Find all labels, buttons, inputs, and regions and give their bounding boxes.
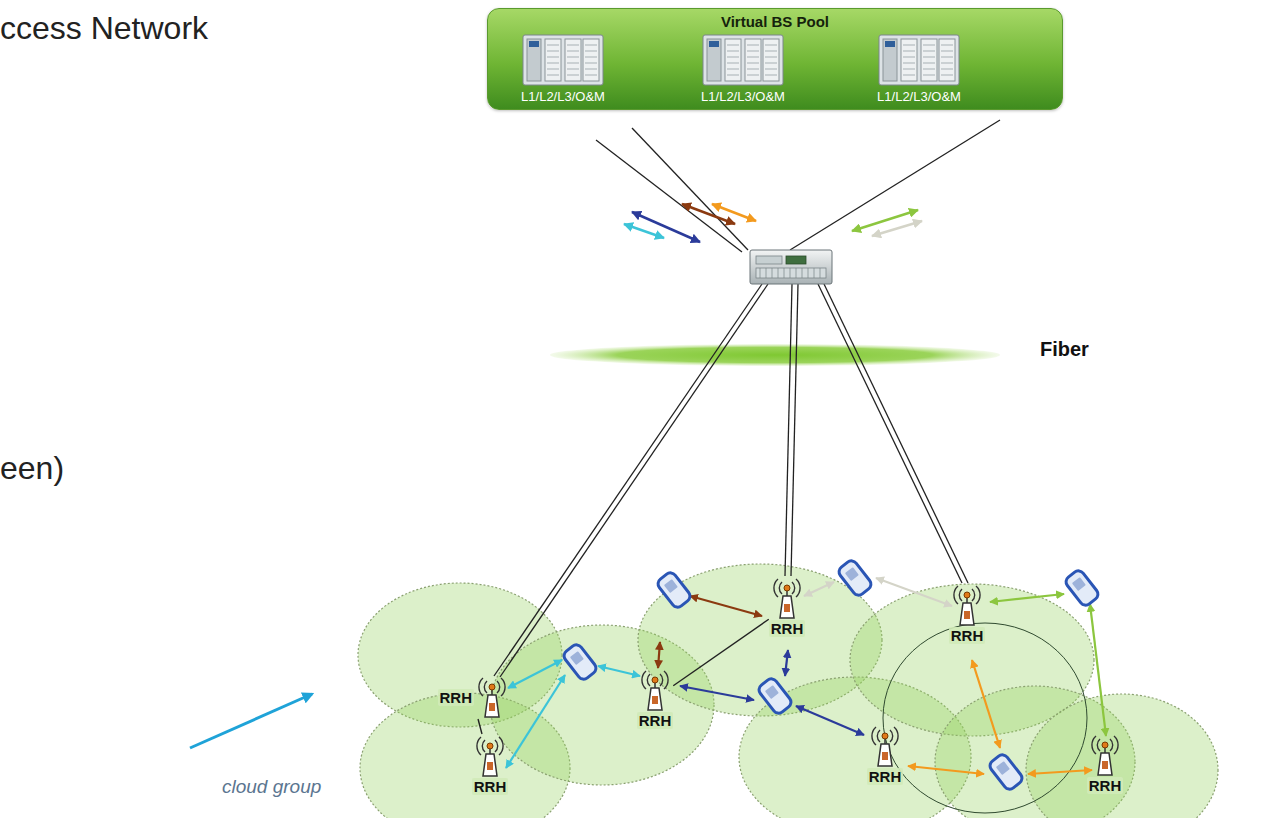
rrh-label: RRH	[1087, 777, 1124, 794]
callout-label: cloud group	[222, 776, 321, 798]
switch-icon	[750, 250, 832, 284]
server-icon	[521, 33, 605, 87]
cell-boundary	[883, 623, 1087, 813]
rrh-station: RRH	[949, 583, 986, 644]
rrh-label: RRH	[637, 712, 674, 729]
fiber-line	[494, 284, 968, 677]
rrh-station: RRH	[438, 675, 508, 719]
antenna-icon	[475, 734, 505, 778]
rrh-label: RRH	[867, 768, 904, 785]
antenna-icon	[477, 675, 507, 719]
rrh-station: RRH	[472, 734, 509, 795]
pool-box: Virtual BS PoolL1/L2/L3/O&M L1/L2/L3/O&M L…	[487, 8, 1063, 110]
antenna-icon	[870, 724, 900, 768]
cell-coverage	[358, 564, 1218, 818]
rrh-station: RRH	[1087, 733, 1124, 794]
rrh-label: RRH	[769, 620, 806, 637]
server-unit: L1/L2/L3/O&M	[877, 33, 961, 104]
pointer-arrow	[190, 694, 312, 748]
link-line	[673, 619, 769, 686]
fiber-label: Fiber	[1040, 338, 1089, 361]
server-label: L1/L2/L3/O&M	[521, 89, 605, 104]
server-label: L1/L2/L3/O&M	[701, 89, 785, 104]
rrh-station: RRH	[867, 724, 904, 785]
antenna-icon	[640, 668, 670, 712]
rrh-label: RRH	[472, 778, 509, 795]
link-line	[478, 719, 482, 734]
backhaul-line	[596, 120, 1000, 252]
server-label: L1/L2/L3/O&M	[877, 89, 961, 104]
radio-link-arrow	[506, 578, 1106, 774]
server-unit: L1/L2/L3/O&M	[701, 33, 785, 104]
signal-arrow	[624, 204, 922, 242]
rrh-label: RRH	[438, 689, 475, 706]
mobile-phone	[562, 558, 1101, 791]
server-icon	[877, 33, 961, 87]
slide-text: ccess Network	[0, 10, 208, 47]
slide-text: een)	[0, 450, 64, 487]
pool-title: Virtual BS Pool	[488, 9, 1062, 30]
rrh-station: RRH	[637, 668, 674, 729]
rrh-label: RRH	[949, 627, 986, 644]
antenna-icon	[1090, 733, 1120, 777]
fiber-band	[550, 344, 1000, 366]
server-unit: L1/L2/L3/O&M	[521, 33, 605, 104]
antenna-icon	[952, 583, 982, 627]
antenna-icon	[772, 576, 802, 620]
rrh-station: RRH	[769, 576, 806, 637]
server-icon	[701, 33, 785, 87]
